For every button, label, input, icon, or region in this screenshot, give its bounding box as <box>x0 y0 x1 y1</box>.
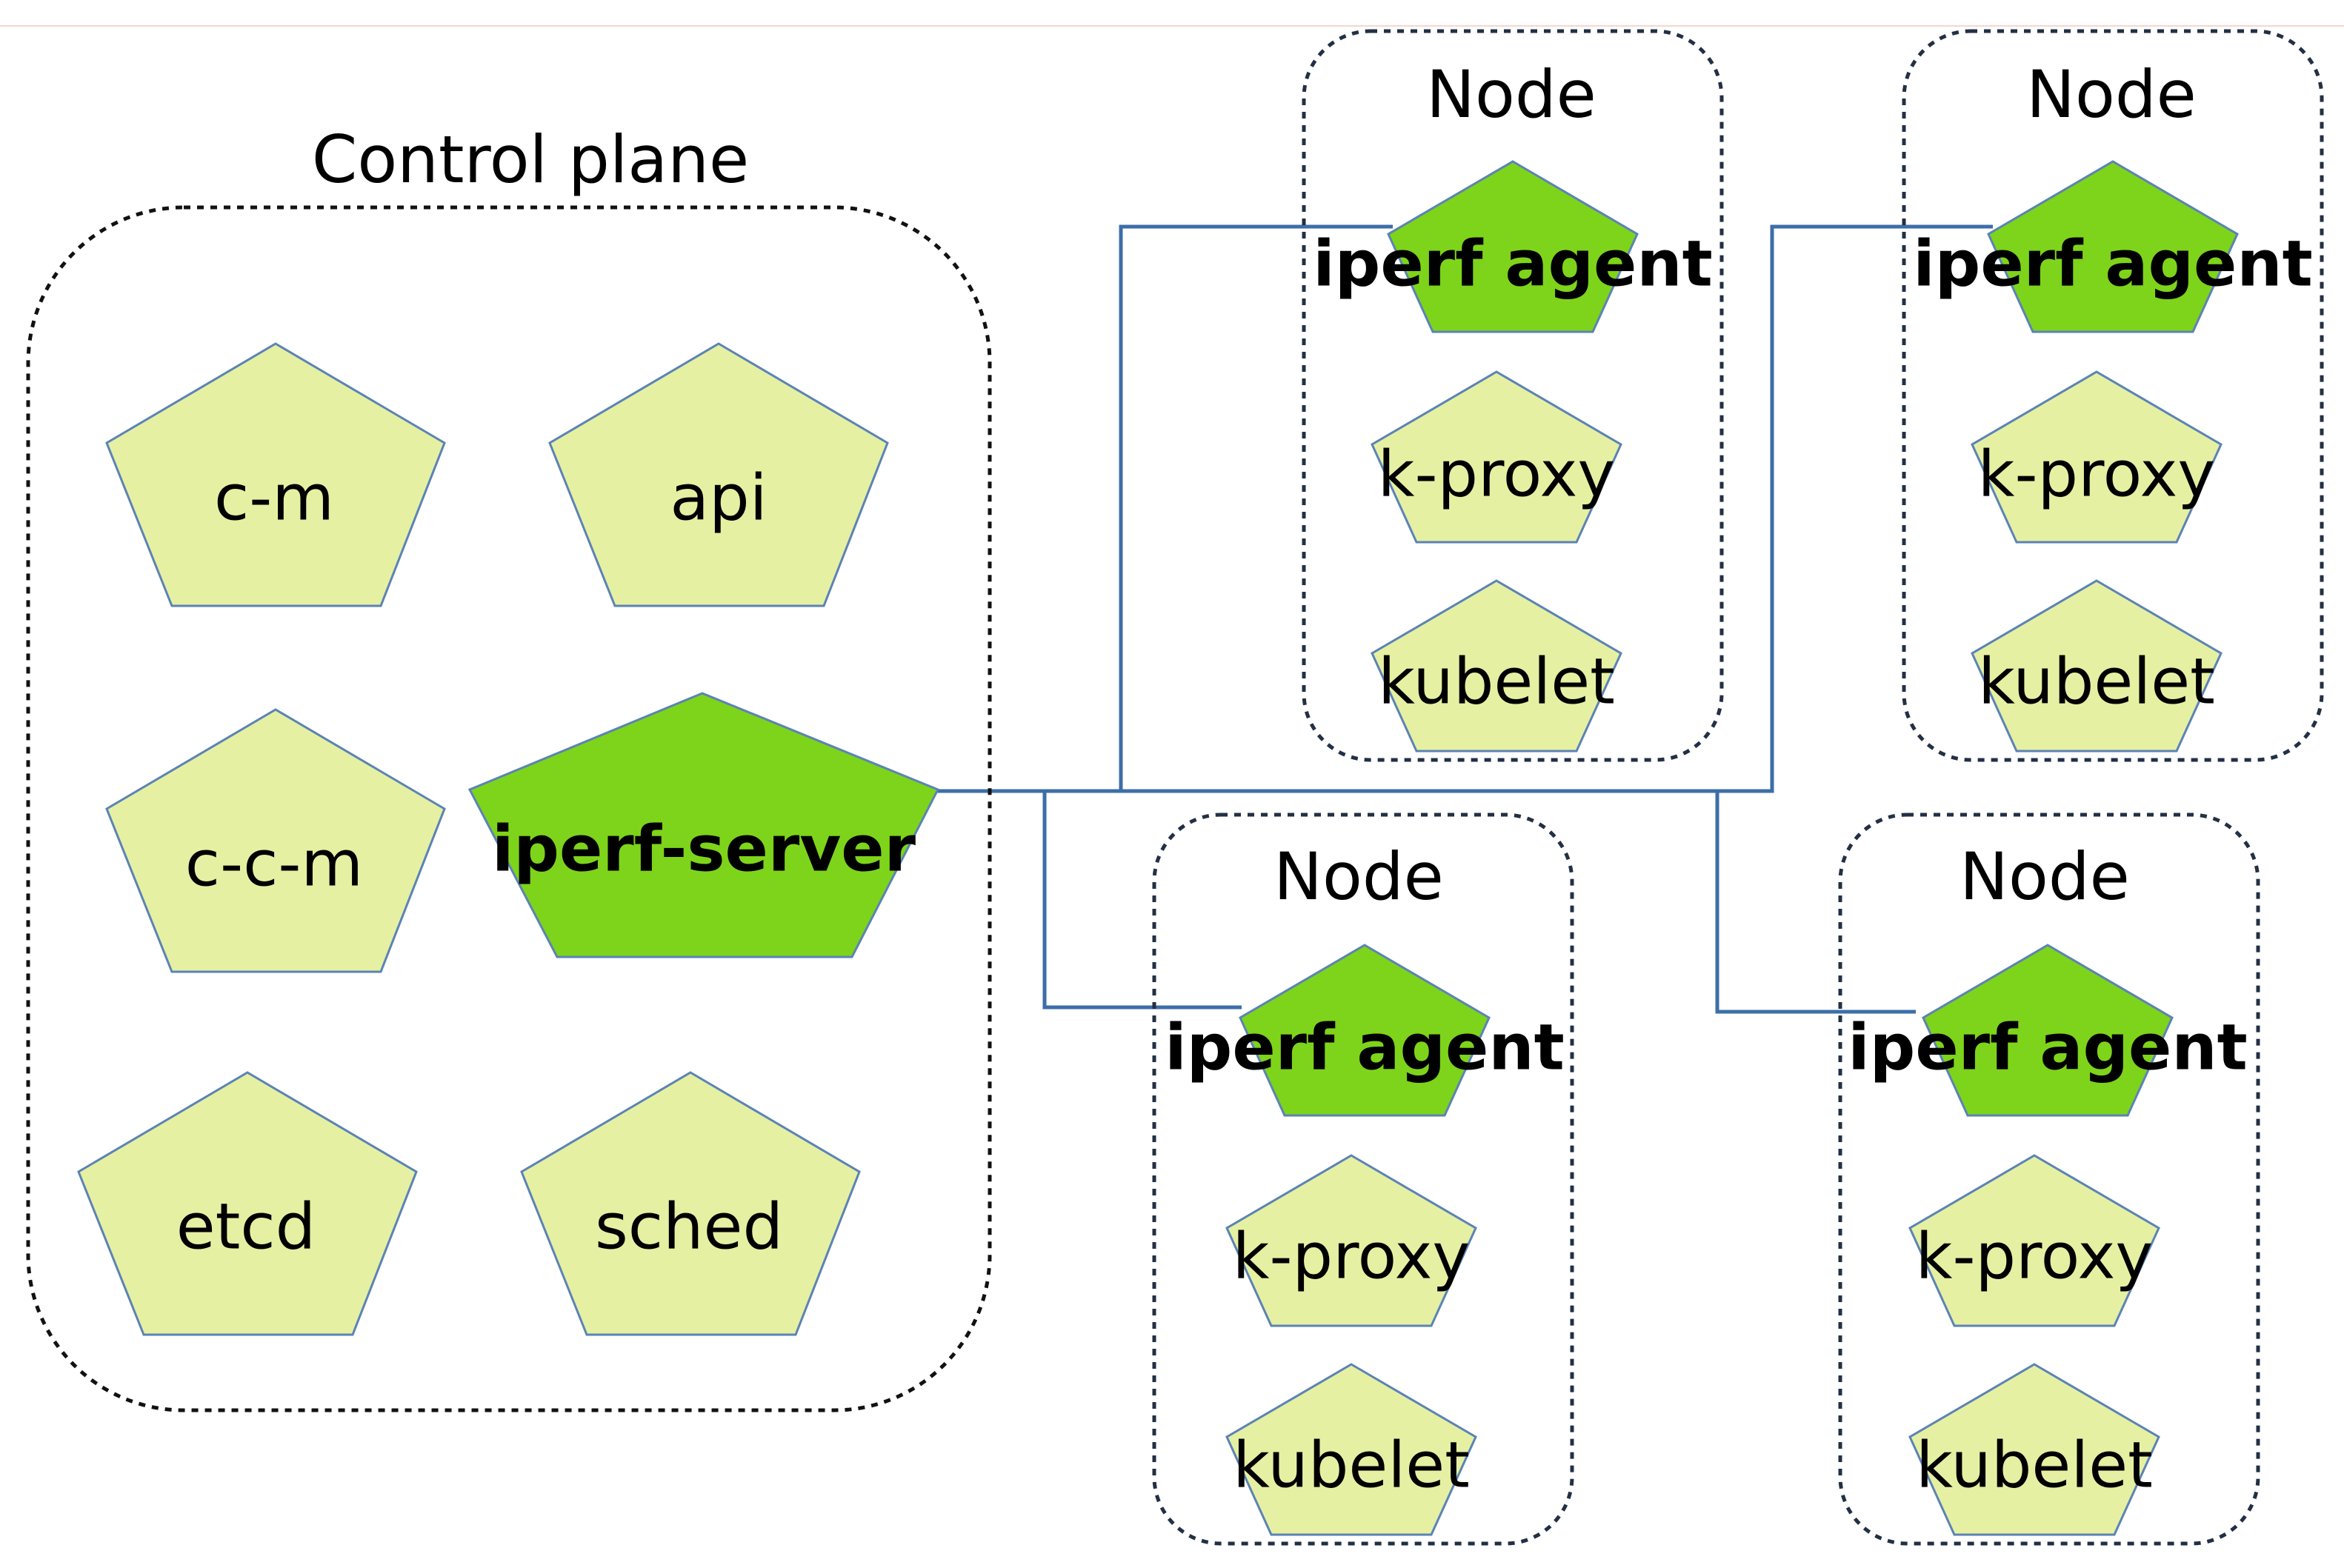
c-c-m-pentagon <box>105 708 446 973</box>
node-3-title: Node <box>1273 838 1444 915</box>
connector-node-4 <box>1715 791 1916 1014</box>
node-3-kubelet-label: kubelet <box>1233 1428 1470 1502</box>
component-api: api <box>548 342 889 607</box>
node-3-iperf-agent-label: iperf agent <box>1165 1010 1564 1084</box>
node-4-boundary <box>1838 813 2260 1546</box>
node-3: Node iperf agent k-proxy kubelet <box>1152 813 1574 1546</box>
node-4-k-proxy-pentagon <box>1908 1154 2160 1327</box>
etcd-pentagon <box>77 1071 418 1336</box>
node-3-k-proxy-pentagon <box>1225 1154 1477 1327</box>
component-c-m: c-m <box>105 342 446 607</box>
api-label: api <box>670 461 767 535</box>
node-2-k-proxy-label: k-proxy <box>1978 437 2216 511</box>
control-plane-title: Control plane <box>312 121 749 198</box>
trunk-connector <box>937 224 1993 793</box>
control-plane-boundary <box>26 205 992 1412</box>
node-4-kubelet-pentagon <box>1908 1363 2160 1536</box>
node-2: Node iperf agent k-proxy kubelet <box>1902 29 2324 762</box>
c-m-label: c-m <box>214 461 334 535</box>
node-2-kubelet-label: kubelet <box>1978 644 2215 718</box>
c-c-m-label: c-c-m <box>185 827 363 901</box>
iperf-server-pentagon <box>467 692 940 958</box>
node-2-title: Node <box>2026 56 2197 133</box>
node-1: Node iperf agent k-proxy kubelet <box>1302 29 1724 762</box>
node-3-k-proxy-label: k-proxy <box>1233 1219 1471 1293</box>
node-2-iperf-agent-pentagon <box>1987 160 2239 333</box>
node-1-iperf-agent-pentagon <box>1387 160 1639 333</box>
node-2-k-proxy-pentagon <box>1971 370 2223 544</box>
node-1-k-proxy-label: k-proxy <box>1378 437 1616 511</box>
node-3-iperf-agent-pentagon <box>1239 944 1491 1117</box>
c-m-pentagon <box>105 342 446 607</box>
node-4-title: Node <box>1960 838 2130 915</box>
node-3-kubelet-pentagon <box>1225 1363 1477 1536</box>
node-1-kubelet-label: kubelet <box>1378 644 1615 718</box>
node-1-kubelet-pentagon <box>1371 579 1622 753</box>
sched-pentagon <box>520 1071 861 1336</box>
connector-node-3 <box>1042 791 1242 1010</box>
sched-label: sched <box>595 1190 783 1264</box>
component-sched: sched <box>520 1071 861 1336</box>
component-c-c-m: c-c-m <box>105 708 446 973</box>
node-2-boundary <box>1902 29 2324 762</box>
node-1-boundary <box>1302 29 1724 762</box>
node-2-iperf-agent-label: iperf agent <box>1913 227 2312 301</box>
node-1-k-proxy-pentagon <box>1371 370 1622 544</box>
node-4-k-proxy-label: k-proxy <box>1916 1219 2154 1293</box>
node-4: Node iperf agent k-proxy kubelet <box>1838 813 2260 1546</box>
component-iperf-server: iperf-server <box>467 692 940 958</box>
api-pentagon <box>548 342 889 607</box>
etcd-label: etcd <box>176 1190 316 1264</box>
connector-node-1 <box>1119 224 1393 791</box>
node-3-boundary <box>1152 813 1574 1546</box>
node-2-kubelet-pentagon <box>1971 579 2223 753</box>
connectors <box>937 224 1993 1014</box>
control-plane: Control plane c-m api c-c-m iperf-server… <box>26 121 992 1412</box>
node-4-kubelet-label: kubelet <box>1916 1428 2153 1502</box>
top-rule <box>0 25 2344 27</box>
iperf-server-label: iperf-server <box>492 812 916 886</box>
node-4-iperf-agent-label: iperf agent <box>1848 1010 2247 1084</box>
node-1-iperf-agent-label: iperf agent <box>1313 227 1712 301</box>
component-etcd: etcd <box>77 1071 418 1336</box>
node-4-iperf-agent-pentagon <box>1922 944 2174 1117</box>
node-1-title: Node <box>1426 56 1596 133</box>
